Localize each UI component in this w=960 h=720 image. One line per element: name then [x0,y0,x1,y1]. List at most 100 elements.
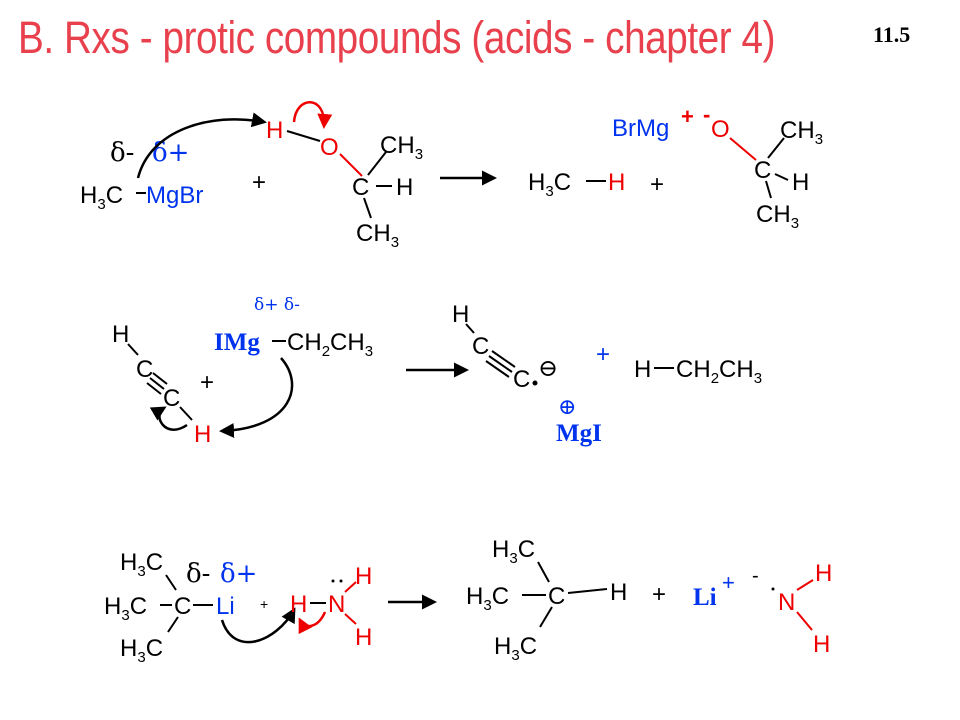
product-h: H [792,169,809,196]
plus-sign: + [652,581,666,608]
ch3-c-bond-bottom [167,616,179,633]
product-methyl-left: H3C [466,583,509,614]
methane-carbon: H3C [528,169,571,200]
anion-charge: - [752,565,759,587]
delta-minus-label: δ- [110,138,134,168]
alkyne-c1: C [136,356,153,383]
lone-pair-dot [771,587,775,591]
reaction-1: δ- δ+ H3C MgBr + H O C CH3 H CH3 [80,101,823,251]
o-c-bond [339,153,363,177]
methyl-top: H3C [120,549,163,580]
ch3-c-bond-bottom-product [539,606,553,628]
delta-plus-label: δ+ [220,559,257,589]
product-carbon: C [754,157,771,184]
amide-h-top: H [815,560,832,587]
ch3-c-bond-top [165,574,177,591]
cation-charge: + [722,570,735,595]
lone-pair-dot [339,579,343,583]
ethyl-group: CH2CH3 [287,329,373,360]
h-c-bond-top [127,343,139,356]
methyl-top: CH3 [380,132,423,163]
n-h-bond-bottom [344,613,357,625]
plus-sign: + [260,596,268,612]
curved-arrow-5 [220,607,296,644]
ch3-c-bond-top-product [537,561,550,583]
ammonia-h-top: H [355,563,372,590]
triple-bond-line [152,372,168,385]
ethane-chain: CH2CH3 [676,356,762,387]
o-c-bond-product [729,137,757,161]
n-h-bond-top [344,581,357,593]
alkoxide-oxygen: O [711,116,730,143]
curved-arrow-4 [219,357,294,438]
plus-sign: + [596,341,610,368]
plus-sign: + [252,169,266,196]
acetylide-h: H [452,301,469,328]
ethane-h: H [634,356,651,383]
methyl-bottom: H3C [120,635,163,666]
lone-pair-dot [331,579,335,583]
c-ch3-bottom-product [765,180,772,199]
delta-minus-label: δ- [186,559,210,589]
alkyne-c2: C [163,385,180,412]
plus-sign: + [650,171,664,198]
acetylide-c1: C [472,333,489,360]
acetylide-c2: C [513,366,530,393]
product-methyl-bottom: CH3 [756,201,799,232]
delta-pair-label: δ+ δ- [254,295,300,315]
triple-bond-line [146,382,162,395]
img-label: IMg [214,329,260,356]
methyl-bottom: CH3 [356,220,399,251]
c-h-bond-bottom [179,406,193,421]
brmg-cation: BrMg [612,115,669,142]
c-ch3-bond-top [367,151,387,176]
curved-arrow-3 [149,406,188,431]
triple-bond-line [488,355,513,373]
triple-bond-line [485,360,510,378]
product-h: H [610,579,627,606]
methyl-left: H3C [104,593,147,624]
c-h-product [774,173,789,181]
amide-nitrogen: N [778,589,795,616]
alkyne-h-bottom: H [194,421,211,448]
hydroxyl-h: H [266,117,283,144]
n-h-bond-top-product [796,579,814,591]
h-c-bond-product [465,323,475,334]
slide-title: B. Rxs - protic compounds (acids - chapt… [18,12,776,63]
lithium-cation: Li [693,584,717,611]
reaction-3: H3C H3C C Li H3C δ- δ+ + H N H H [104,536,832,666]
lithium-atom: Li [216,593,235,620]
mgbr-label: MgBr [146,182,203,209]
product-methyl-top: CH3 [780,117,823,148]
oxygen-atom: O [320,134,339,161]
methyl-group: H3C [80,182,123,213]
product-methyl-top: H3C [492,536,535,567]
curved-arrow-6 [298,611,327,635]
h-o-bond [286,130,321,142]
curved-arrow-1 [136,112,267,179]
triple-bond-line [491,350,516,368]
c-ch3-bond-bottom [363,197,372,219]
slide-number: 11.5 [873,22,911,47]
amide-h-bottom: H [813,631,830,658]
product-tert-carbon: C [548,583,565,610]
n-h-bond-bottom-product [796,611,813,631]
triple-bond-line [149,377,165,390]
ammonia-h-reactive: H [290,591,307,618]
tert-carbon: C [174,593,191,620]
mgi-label: MgI [556,420,602,447]
central-carbon: C [352,174,369,201]
delta-plus-label: δ+ [152,138,189,168]
c-h-bond-product [567,588,608,594]
cation-charge: + [681,104,694,129]
ammonia-h-bottom: H [355,624,372,651]
positive-charge: ⊕ [558,395,576,420]
curved-arrow-2 [292,101,333,129]
anion-charge: - [703,102,710,127]
c-ch3-top-product [767,137,785,159]
carbon-h: H [396,174,413,201]
alkyne-h-top: H [112,321,129,348]
product-methyl-bottom: H3C [494,633,537,664]
